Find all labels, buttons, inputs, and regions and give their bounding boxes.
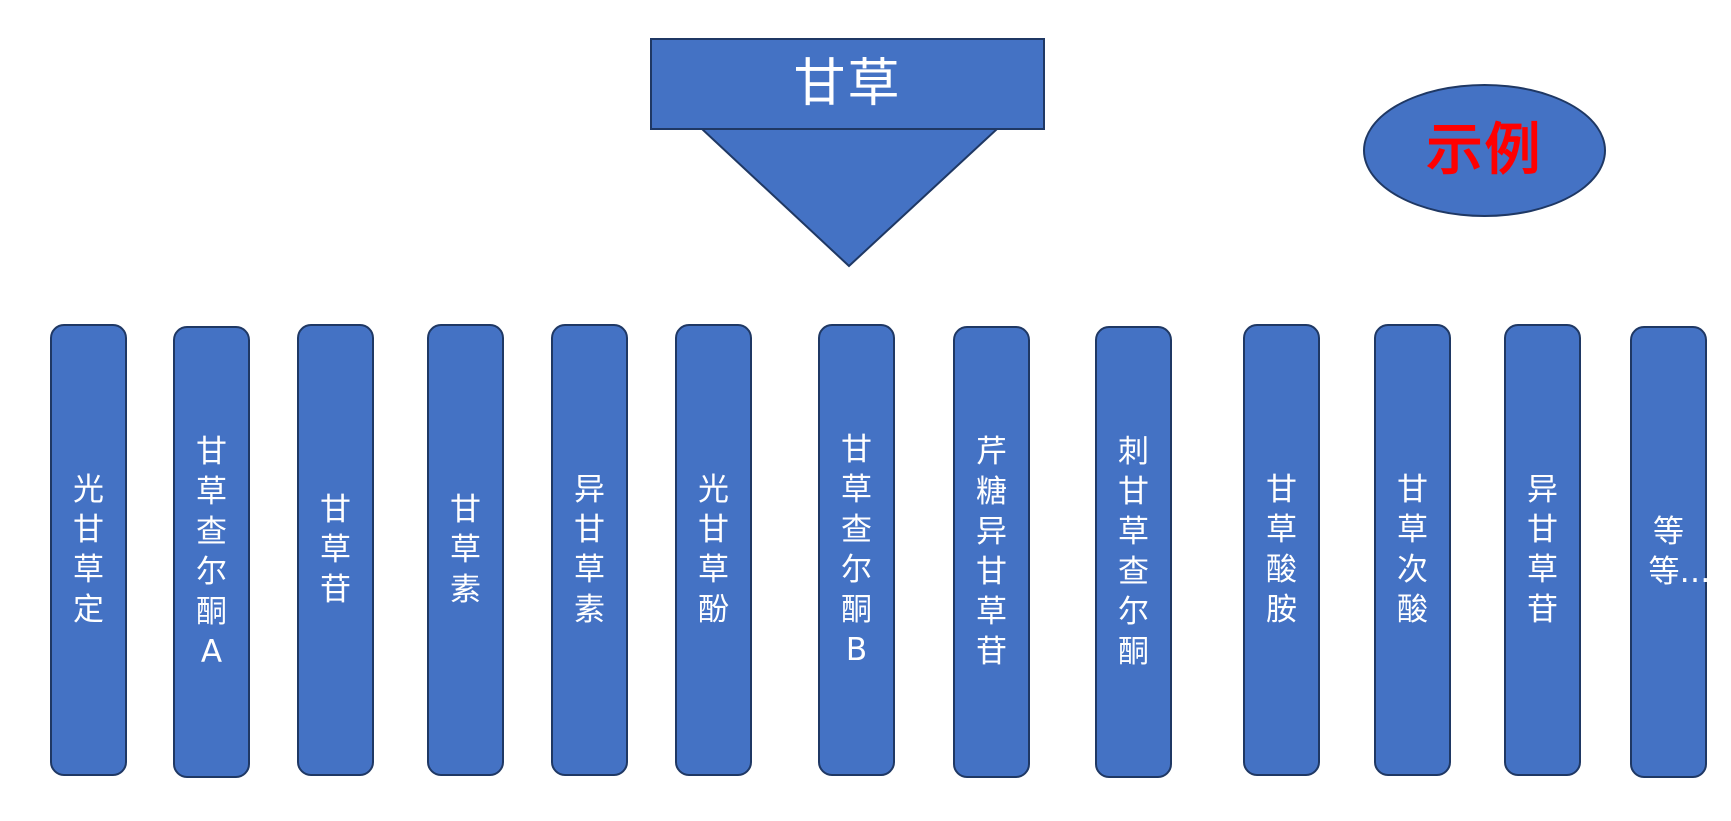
compound-label: 光甘草酚 [698,472,729,628]
compound-box-2: 甘草苷 [297,324,374,776]
compound-label: 甘草素 [450,492,481,608]
compound-box-10: 甘草次酸 [1374,324,1451,776]
compound-box-12: 等等… [1630,326,1711,778]
compound-label: 甘草酸胺 [1266,472,1297,628]
compound-box-11: 异甘草苷 [1504,324,1581,776]
compound-box-9: 甘草酸胺 [1243,324,1320,776]
compound-label: 刺甘草查尔酮 [1118,434,1149,670]
compound-box-4: 异甘草素 [551,324,628,776]
compound-label: 甘草查尔酮B [841,432,872,668]
compound-label: 芹糖异甘草苷 [976,434,1007,670]
compound-label: 等等… [1648,514,1711,590]
compound-box-6: 甘草查尔酮B [818,324,895,776]
root-title-box: 甘草 [650,38,1045,130]
compound-box-0: 光甘草定 [50,324,127,776]
compound-label: 光甘草定 [73,472,104,628]
down-arrow-shape [700,129,999,268]
compound-box-8: 刺甘草查尔酮 [1095,326,1172,778]
compound-label: 异甘草素 [574,472,605,628]
example-ellipse: 示例 [1363,84,1606,217]
compound-label: 甘草查尔酮A [196,434,227,670]
compound-box-5: 光甘草酚 [675,324,752,776]
compound-box-1: 甘草查尔酮A [173,326,250,778]
compound-label: 异甘草苷 [1527,472,1558,628]
compound-box-3: 甘草素 [427,324,504,776]
compound-label: 甘草次酸 [1397,472,1428,628]
compound-label: 甘草苷 [320,492,351,608]
compound-box-7: 芹糖异甘草苷 [953,326,1030,778]
